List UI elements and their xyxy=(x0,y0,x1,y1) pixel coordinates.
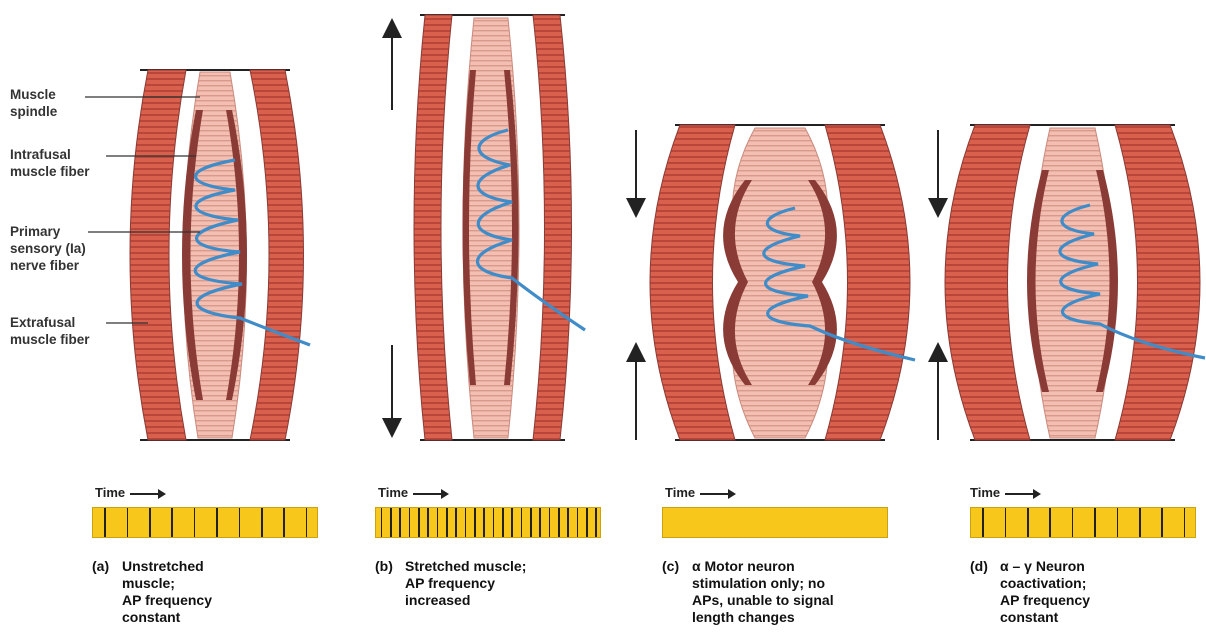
action-potential-tick xyxy=(558,508,560,537)
action-potential-tick xyxy=(194,508,196,537)
action-potential-tick xyxy=(1049,508,1051,537)
action-potential-tick xyxy=(465,508,467,537)
action-potential-tick xyxy=(982,508,984,537)
ap-strip-d xyxy=(970,507,1196,538)
action-potential-tick xyxy=(427,508,429,537)
caption-letter: (b) xyxy=(375,558,393,575)
action-potential-tick xyxy=(1094,508,1096,537)
panel-b-illustration xyxy=(392,15,585,440)
panel-c-illustration xyxy=(636,125,915,440)
action-potential-tick xyxy=(1161,508,1163,537)
extrafusal-fiber-right xyxy=(1115,125,1200,440)
extrafusal-fiber-right xyxy=(533,15,572,440)
action-potential-tick xyxy=(149,508,151,537)
extrafusal-fiber-right xyxy=(250,70,304,440)
time-arrow-icon xyxy=(413,493,443,495)
extrafusal-fiber-left xyxy=(650,125,735,440)
caption-text: α – γ Neuron coactivation; AP frequency … xyxy=(1000,558,1206,626)
action-potential-tick xyxy=(567,508,569,537)
extrafusal-fiber-left xyxy=(945,125,1030,440)
caption-letter: (d) xyxy=(970,558,988,575)
action-potential-tick xyxy=(586,508,588,537)
action-potential-tick xyxy=(1184,508,1186,537)
muscle-spindle-diagram xyxy=(0,0,1206,460)
label-extrafusal-fiber: Extrafusal muscle fiber xyxy=(10,314,90,348)
action-potential-tick xyxy=(1027,508,1029,537)
action-potential-tick xyxy=(474,508,476,537)
time-arrow-icon xyxy=(700,493,730,495)
action-potential-tick xyxy=(1072,508,1074,537)
action-potential-tick xyxy=(549,508,551,537)
action-potential-tick xyxy=(399,508,401,537)
action-potential-tick xyxy=(127,508,129,537)
action-potential-tick xyxy=(483,508,485,537)
caption-letter: (a) xyxy=(92,558,109,575)
caption-d: (d) α – γ Neuron coactivation; AP freque… xyxy=(970,558,1200,638)
panel-a-illustration xyxy=(130,70,310,440)
panel-d-illustration xyxy=(938,125,1205,440)
action-potential-tick xyxy=(521,508,523,537)
action-potential-tick xyxy=(239,508,241,537)
action-potential-tick xyxy=(1117,508,1119,537)
extrafusal-fiber-left xyxy=(130,70,186,440)
action-potential-tick xyxy=(409,508,411,537)
time-arrow-icon xyxy=(130,493,160,495)
action-potential-tick xyxy=(171,508,173,537)
action-potential-tick xyxy=(418,508,420,537)
action-potential-tick xyxy=(390,508,392,537)
caption-text: α Motor neuron stimulation only; no APs,… xyxy=(692,558,922,626)
action-potential-tick xyxy=(577,508,579,537)
action-potential-tick xyxy=(455,508,457,537)
caption-text: Stretched muscle; AP frequency increased xyxy=(405,558,635,609)
time-label-a: Time xyxy=(95,485,160,500)
action-potential-tick xyxy=(493,508,495,537)
action-potential-tick xyxy=(511,508,513,537)
action-potential-tick xyxy=(437,508,439,537)
action-potential-tick xyxy=(1139,508,1141,537)
caption-b: (b) Stretched muscle; AP frequency incre… xyxy=(375,558,635,638)
label-intrafusal-fiber: Intrafusal muscle fiber xyxy=(10,146,90,180)
action-potential-tick xyxy=(530,508,532,537)
extrafusal-fiber-right xyxy=(825,125,910,440)
time-label-b: Time xyxy=(378,485,443,500)
action-potential-tick xyxy=(283,508,285,537)
action-potential-tick xyxy=(446,508,448,537)
action-potential-tick xyxy=(381,508,383,537)
action-potential-tick xyxy=(502,508,504,537)
action-potential-tick xyxy=(306,508,308,537)
caption-c: (c) α Motor neuron stimulation only; no … xyxy=(662,558,932,638)
caption-letter: (c) xyxy=(662,558,679,575)
ap-strip-b xyxy=(375,507,601,538)
action-potential-tick xyxy=(1005,508,1007,537)
label-primary-sensory-fiber: Primary sensory (Ia) nerve fiber xyxy=(10,223,86,274)
action-potential-tick xyxy=(539,508,541,537)
time-arrow-icon xyxy=(1005,493,1035,495)
ap-strip-c xyxy=(662,507,888,538)
time-label-c: Time xyxy=(665,485,730,500)
action-potential-tick xyxy=(261,508,263,537)
action-potential-tick xyxy=(216,508,218,537)
label-muscle-spindle: Muscle spindle xyxy=(10,86,57,120)
caption-text: Unstretched muscle; AP frequency constan… xyxy=(122,558,352,626)
time-label-d: Time xyxy=(970,485,1035,500)
ap-strip-a xyxy=(92,507,318,538)
extrafusal-fiber-left xyxy=(414,15,452,440)
caption-a: (a) Unstretched muscle; AP frequency con… xyxy=(92,558,332,638)
action-potential-tick xyxy=(104,508,106,537)
action-potential-tick xyxy=(595,508,597,537)
